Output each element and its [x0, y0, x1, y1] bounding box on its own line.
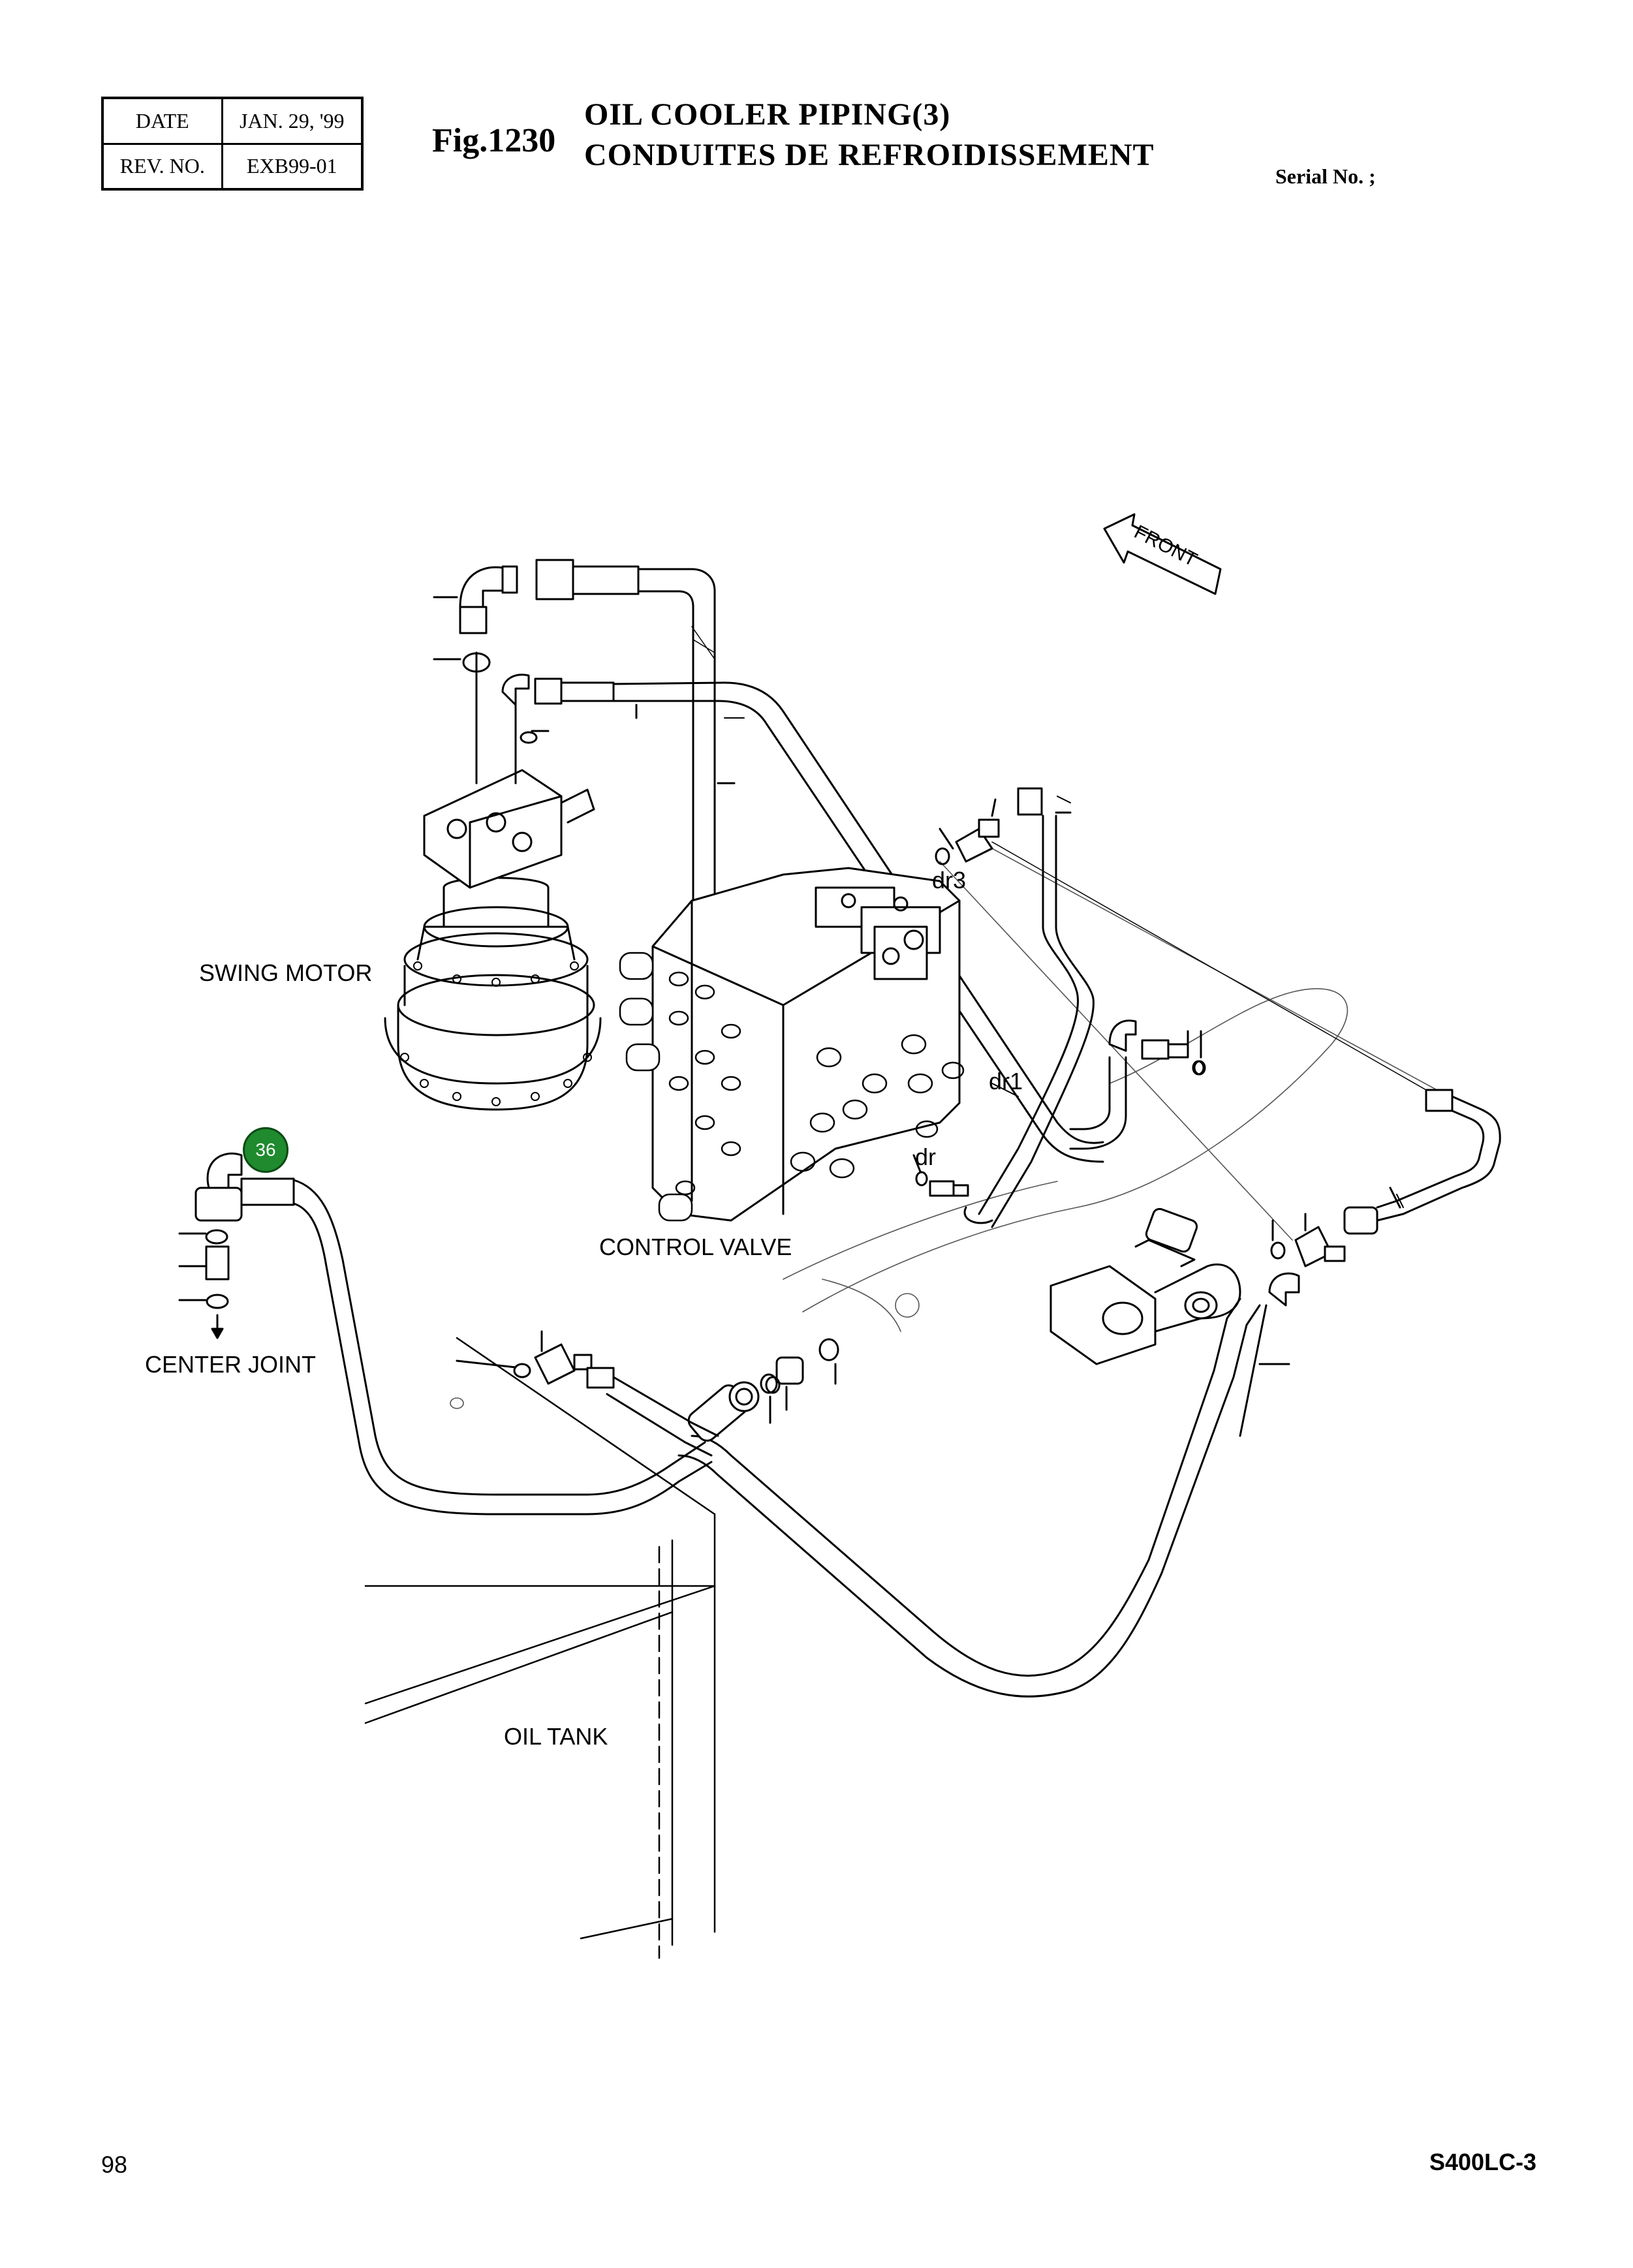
figure-number: Fig.1230	[432, 122, 556, 159]
serial-number: Serial No. ;	[1275, 164, 1376, 188]
drain-tube-main	[535, 559, 798, 1085]
center-joint-fittings	[178, 1229, 230, 1339]
leader-lines	[724, 717, 1404, 1208]
right-elbow-hose	[1239, 1272, 1300, 1437]
dr1-fitting	[1069, 1019, 1206, 1150]
date-value: JAN. 29, '99	[221, 97, 364, 145]
date-label: DATE	[101, 97, 223, 145]
frame-ghost-lines	[450, 848, 1450, 1409]
figure-title-english: OIL COOLER PIPING(3)	[584, 97, 951, 132]
control-valve	[651, 867, 961, 1222]
bottom-connectors	[760, 1338, 839, 1424]
dr3-fitting	[935, 798, 1000, 865]
page-number: 98	[101, 2151, 128, 2178]
swing-motor-label: SWING MOTOR	[199, 959, 373, 986]
part-callout-36: 36	[243, 1127, 288, 1173]
dr3-leader-line	[991, 841, 1450, 1104]
dr3-label: dr3	[932, 867, 967, 893]
rev-label: REV. NO.	[101, 142, 223, 191]
oil-tank-outline	[364, 1337, 716, 1959]
upper-drain-hose	[534, 677, 1104, 1163]
rev-value: EXB99-01	[221, 142, 364, 191]
center-joint-hose	[194, 1152, 713, 1515]
lower-return-hose	[677, 1297, 1261, 1698]
front-arrow	[1103, 513, 1222, 595]
oil-tank-label: OIL TANK	[504, 1723, 608, 1750]
model-number: S400LC-3	[1429, 2149, 1537, 2175]
o-rings	[765, 1060, 1205, 1394]
dr1-label: dr1	[989, 1068, 1023, 1095]
figure-title-french: CONDUITES DE REFROIDISSEMENT	[584, 138, 1155, 172]
top-elbow-fittings	[433, 565, 550, 744]
swing-motor	[384, 651, 602, 1111]
dr-label: dr	[915, 1143, 937, 1170]
dr-fitting	[912, 1154, 969, 1197]
control-valve-ports	[619, 952, 965, 1222]
tee-and-hose	[456, 1330, 719, 1457]
cooler-flange	[1050, 1207, 1241, 1365]
cooler-inlet-tube	[1343, 1089, 1501, 1235]
revision-table: DATE JAN. 29, '99 REV. NO. EXB99-01	[101, 97, 364, 191]
swing-motor-bolts	[400, 961, 592, 1106]
control-valve-label: CONTROL VALVE	[599, 1234, 792, 1260]
right-drain-tube	[963, 787, 1095, 1228]
center-joint-label: CENTER JOINT	[145, 1351, 317, 1378]
right-tee-fitting	[1270, 1213, 1346, 1267]
